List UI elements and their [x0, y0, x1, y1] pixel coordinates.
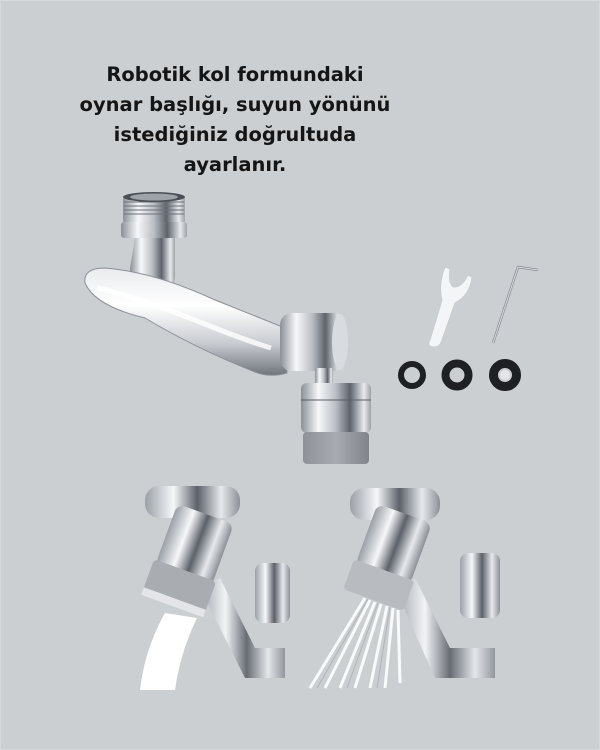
caption-line-3: istediğiniz doğrultuda — [113, 123, 357, 146]
wrench-icon — [428, 266, 473, 348]
caption-text: Robotik kol formundaki oynar başlığı, su… — [50, 60, 420, 180]
demo-image-spray — [305, 478, 505, 690]
caption-line-2: oynar başlığı, suyun yönünü — [79, 93, 391, 116]
faucet-icon — [84, 192, 371, 464]
faucet-product-image — [75, 188, 375, 470]
washer-small-icon — [398, 361, 426, 389]
hex-key-icon — [491, 265, 539, 344]
demo-image-stream — [125, 478, 290, 690]
washer-medium-icon — [441, 359, 473, 391]
accessories-image — [390, 255, 560, 400]
caption-line-4: ayarlanır. — [183, 153, 287, 176]
washer-large-icon — [489, 359, 521, 391]
caption-line-1: Robotik kol formundaki — [106, 63, 364, 86]
